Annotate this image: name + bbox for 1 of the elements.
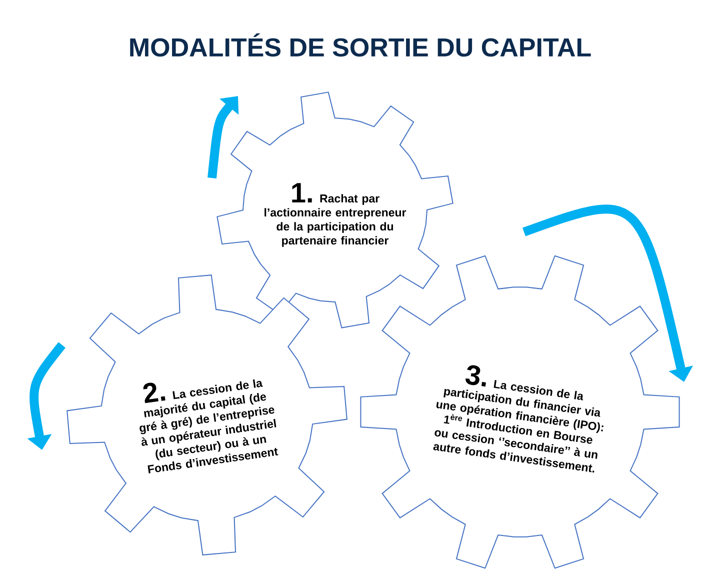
title: MODALITÉS DE SORTIE DU CAPITAL: [130, 33, 591, 57]
